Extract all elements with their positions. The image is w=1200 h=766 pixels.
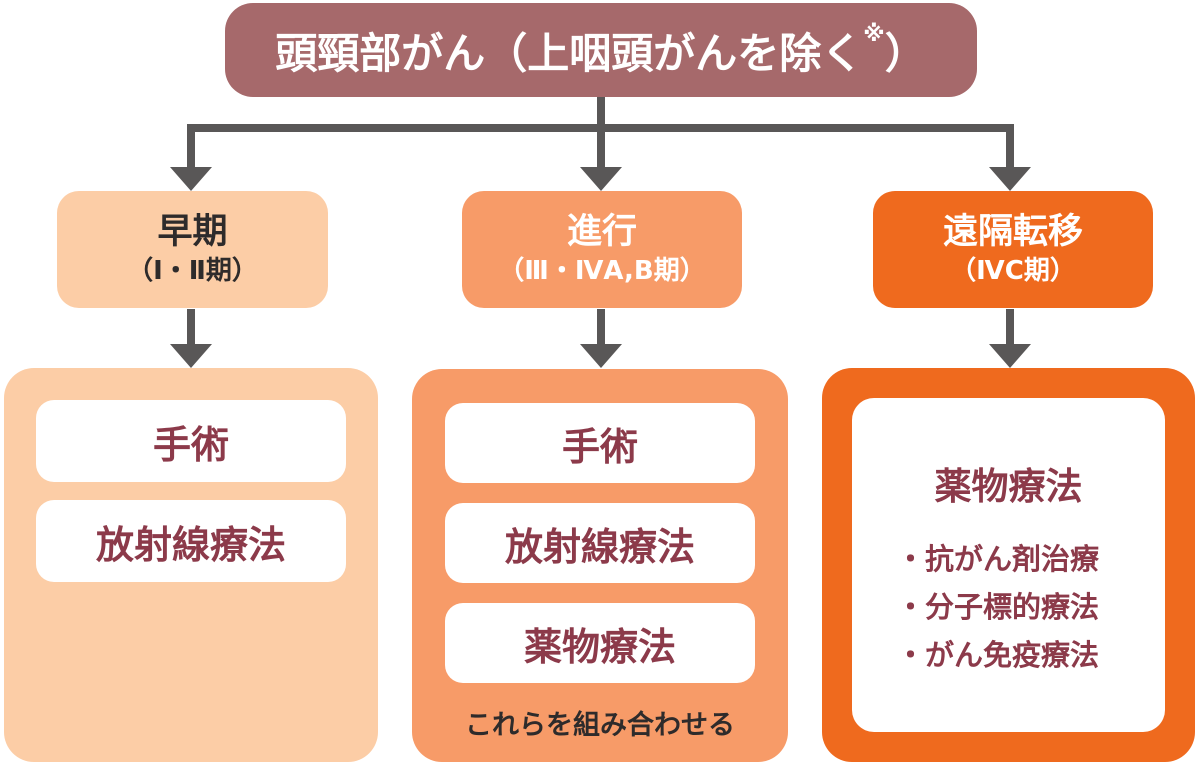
treatment-box-advanced: 手術 放射線療法 薬物療法 これらを組み合わせる [412, 369, 788, 762]
branch-lines [187, 95, 1014, 346]
footnote-mark: ※ [863, 21, 885, 47]
root-title: 頭頸部がん（上咽頭がんを除く [275, 28, 864, 78]
treatment-pill-radiation: 放射線療法 [36, 500, 346, 582]
stage-sub-label: （ⅣC期） [950, 256, 1076, 287]
treatment-pill-surgery: 手術 [36, 400, 346, 482]
root-title-suffix: ） [884, 28, 927, 78]
stage-node-advanced: 進行 （Ⅲ・ⅣA,B期） [462, 191, 742, 308]
list-item-targeted-therapy: ・分子標的療法 [896, 589, 1100, 624]
list-item-immunotherapy: ・がん免疫療法 [896, 637, 1100, 672]
drug-therapy-list: ・抗がん剤治療 ・分子標的療法 ・がん免疫療法 [872, 536, 1145, 680]
stage-node-early: 早期 （Ⅰ・Ⅱ期） [57, 191, 328, 308]
list-item-chemotherapy: ・抗がん剤治療 [896, 542, 1100, 576]
treatment-pill-surgery: 手術 [445, 403, 755, 483]
combination-note: これらを組み合わせる [465, 710, 735, 741]
arrow-down-icon [170, 344, 212, 368]
drug-therapy-panel: 薬物療法 ・抗がん剤治療 ・分子標的療法 ・がん免疫療法 [852, 398, 1165, 732]
treatment-pill-drug-therapy: 薬物療法 [445, 603, 755, 683]
stage-sub-label: （Ⅲ・ⅣA,B期） [498, 256, 706, 287]
arrowheads [170, 167, 1031, 368]
treatment-box-early: 手術 放射線療法 [4, 368, 378, 762]
drug-therapy-title: 薬物療法 [934, 465, 1083, 508]
treatment-box-distant-metastasis: 薬物療法 ・抗がん剤治療 ・分子標的療法 ・がん免疫療法 [822, 368, 1195, 762]
arrow-down-icon [580, 344, 622, 368]
stage-sub-label: （Ⅰ・Ⅱ期） [127, 256, 258, 287]
stage-label: 遠隔転移 [942, 212, 1083, 253]
root-node-head-neck-cancer: 頭頸部がん（上咽頭がんを除く※） [225, 3, 977, 97]
treatment-pill-radiation: 放射線療法 [445, 503, 755, 583]
arrow-down-icon [989, 167, 1031, 191]
arrow-down-icon [170, 167, 212, 191]
arrow-down-icon [989, 344, 1031, 368]
stage-label: 進行 [566, 212, 637, 253]
arrow-down-icon [580, 167, 622, 191]
stage-label: 早期 [157, 212, 228, 253]
stage-node-distant-metastasis: 遠隔転移 （ⅣC期） [873, 191, 1153, 308]
